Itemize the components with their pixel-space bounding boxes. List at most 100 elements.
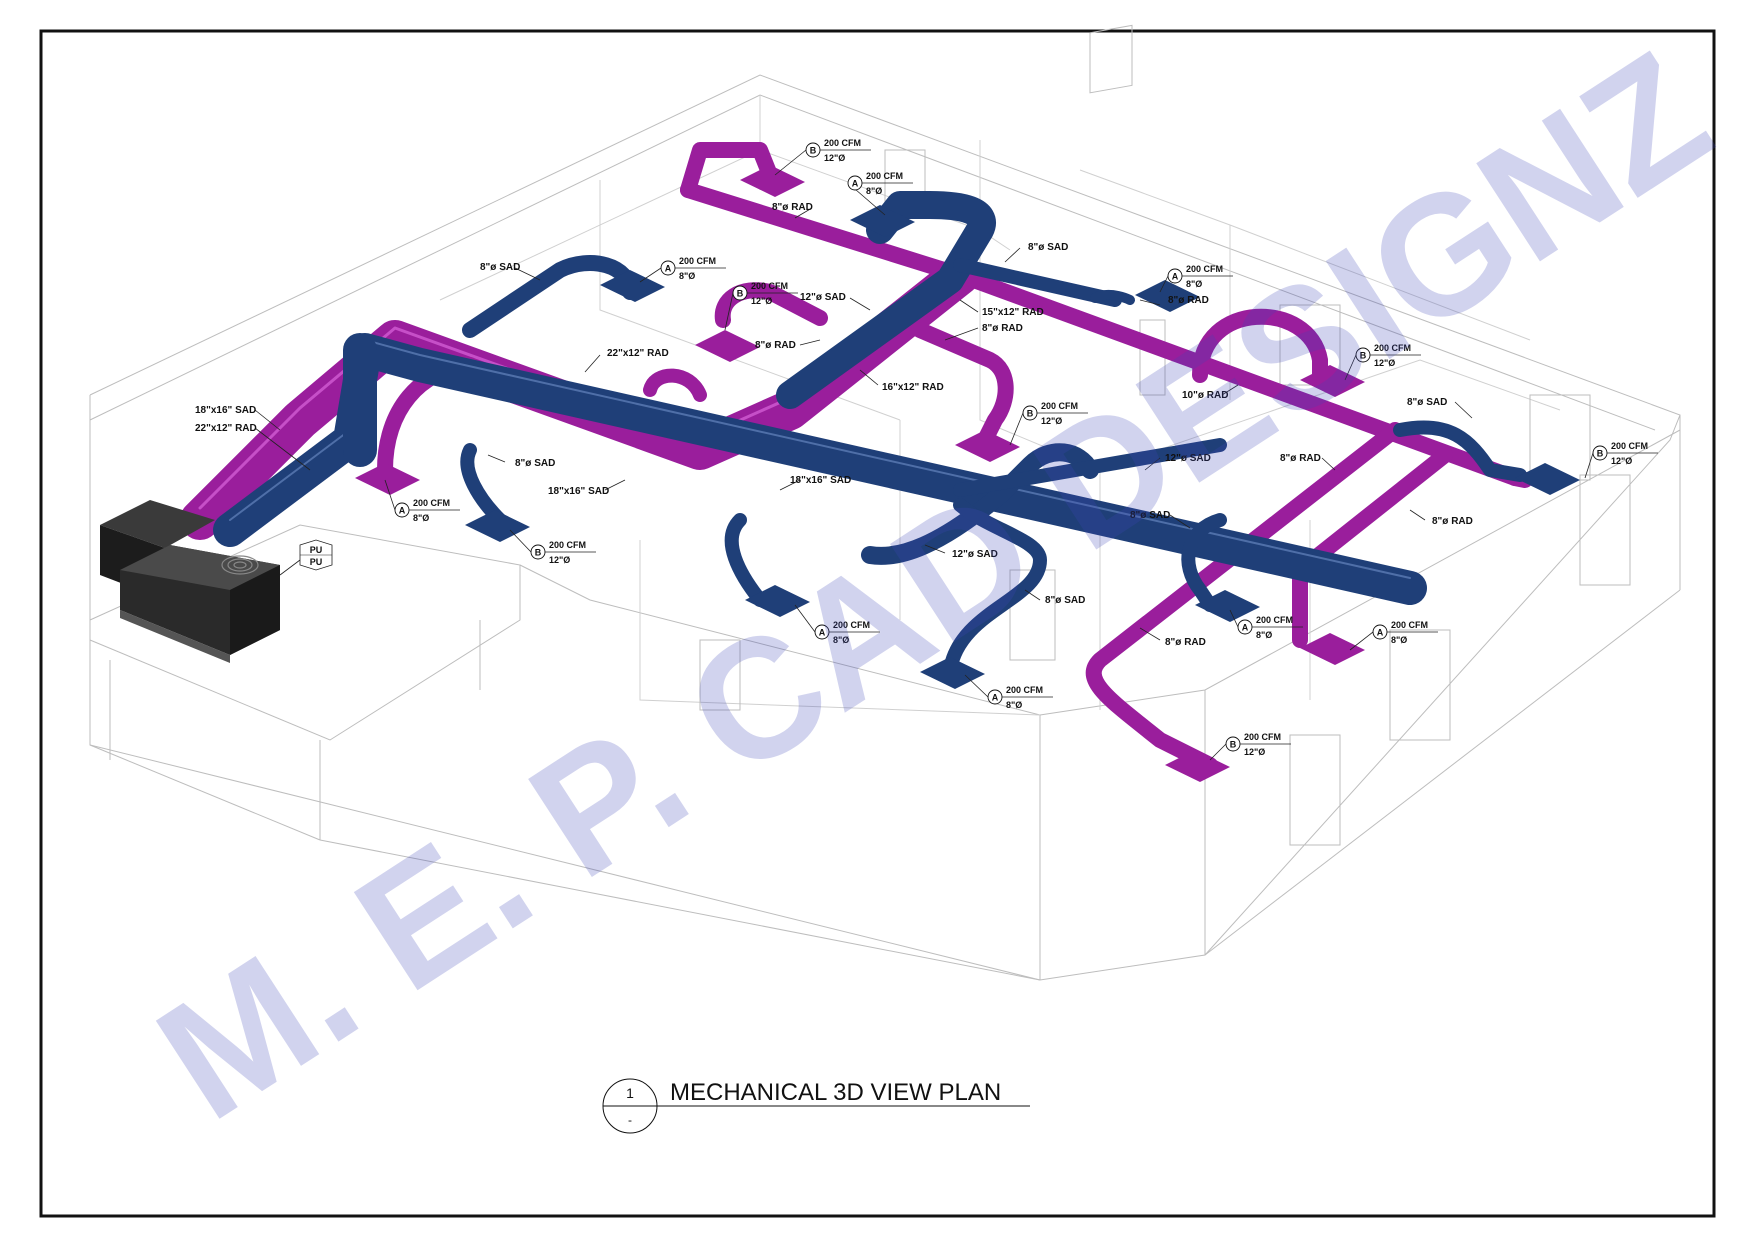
diffuser-size: 12"Ø — [824, 153, 845, 163]
drawing-title: MECHANICAL 3D VIEW PLAN — [670, 1079, 1001, 1106]
duct-label: 18"x16" SAD — [790, 475, 851, 486]
view-number: 1 — [626, 1085, 634, 1101]
diffuser-size: 8"Ø — [866, 186, 882, 196]
duct-label: 18"x16" SAD — [548, 486, 609, 497]
diffuser-size: 12"Ø — [1374, 358, 1395, 368]
diffuser-supply — [1515, 463, 1580, 495]
diffuser-size: 12"Ø — [751, 296, 772, 306]
diffuser-cfm: 200 CFM — [1374, 343, 1411, 353]
diffuser-cfm: 200 CFM — [1006, 685, 1043, 695]
unit-tag-bottom: PU — [310, 557, 323, 567]
diffuser-return — [740, 165, 805, 197]
diffuser-type: B — [1230, 740, 1237, 750]
duct-label: 16"x12" RAD — [882, 382, 944, 393]
diffuser-tag: B 200 CFM 12"Ø — [1584, 441, 1658, 479]
diffuser-size: 8"Ø — [833, 635, 849, 645]
duct-label: 18"x16" SAD — [195, 405, 256, 416]
diffuser-size: 12"Ø — [549, 555, 570, 565]
diffuser-size: 8"Ø — [1256, 630, 1272, 640]
duct-label: 15"x12" RAD — [982, 307, 1044, 318]
duct-label: 12"ø SAD — [952, 549, 998, 560]
duct-label: 8"ø RAD — [1165, 637, 1206, 648]
diffuser-type: B — [737, 289, 744, 299]
diffuser-type: A — [399, 506, 406, 516]
diffuser-supply — [1135, 280, 1200, 312]
unit-tag: PU PU — [279, 539, 333, 576]
diffusers — [355, 165, 1580, 782]
duct-label: 8"ø RAD — [755, 340, 796, 351]
diffuser-return — [955, 430, 1020, 462]
diffuser-type: B — [810, 146, 817, 156]
diffuser-cfm: 200 CFM — [1391, 620, 1428, 630]
diffuser-type: B — [1597, 449, 1604, 459]
duct-label: 12"ø SAD — [800, 292, 846, 303]
diffuser-return — [695, 330, 760, 362]
diffuser-cfm: 200 CFM — [866, 171, 903, 181]
diffuser-cfm: 200 CFM — [1041, 401, 1078, 411]
diffuser-return — [355, 463, 420, 495]
duct-label: 8"ø RAD — [772, 202, 813, 213]
diffuser-tag: A 200 CFM 8"Ø — [964, 674, 1053, 710]
diffuser-type: A — [852, 179, 859, 189]
diffuser-tag: B 200 CFM 12"Ø — [1344, 343, 1421, 381]
diffuser-type: A — [1172, 272, 1179, 282]
diffuser-type: B — [535, 548, 542, 558]
diffuser-tag: A 200 CFM 8"Ø — [1349, 620, 1438, 651]
diffuser-return — [1165, 750, 1230, 782]
diffuser-type: A — [1242, 623, 1249, 633]
diffuser-return — [1300, 365, 1365, 397]
diffuser-cfm: 200 CFM — [1244, 732, 1281, 742]
diffuser-size: 8"Ø — [1006, 700, 1022, 710]
diffuser-size: 12"Ø — [1041, 416, 1062, 426]
packaged-unit — [100, 500, 280, 663]
diffuser-supply — [920, 657, 985, 689]
duct-label: 8"ø RAD — [1432, 516, 1473, 527]
diffuser-cfm: 200 CFM — [413, 498, 450, 508]
diffuser-cfm: 200 CFM — [833, 620, 870, 630]
duct-label: 8"ø SAD — [1130, 510, 1170, 521]
duct-labels: 8"ø RAD 8"ø SAD 8"ø SAD 12"ø SAD 15"x12"… — [195, 202, 1473, 648]
diffuser-type: A — [1377, 628, 1384, 638]
diffuser-tag: A 200 CFM 8"Ø — [639, 256, 726, 283]
diffuser-type: A — [992, 693, 999, 703]
diffuser-cfm: 200 CFM — [549, 540, 586, 550]
diffuser-tag: A 200 CFM 8"Ø — [1159, 264, 1233, 293]
duct-label: 8"ø SAD — [480, 262, 520, 273]
duct-label: 8"ø RAD — [982, 323, 1023, 334]
diffuser-cfm: 200 CFM — [679, 256, 716, 266]
return-branch-lower — [1085, 422, 1403, 773]
diffuser-size: 8"Ø — [1186, 279, 1202, 289]
duct-label: 10"ø RAD — [1182, 390, 1228, 401]
sheet-ref: - — [628, 1113, 632, 1127]
diffuser-size: 8"Ø — [679, 271, 695, 281]
diffuser-size: 8"Ø — [1391, 635, 1407, 645]
diffuser-type: B — [1360, 351, 1367, 361]
diffuser-supply — [1195, 590, 1260, 622]
duct-label: 22"x12" RAD — [607, 348, 669, 359]
diffuser-tag: B 200 CFM 12"Ø — [509, 529, 596, 565]
duct-label: 8"ø RAD — [1280, 453, 1321, 464]
diffuser-size: 12"Ø — [1244, 747, 1265, 757]
duct-label: 8"ø SAD — [515, 458, 555, 469]
diffuser-cfm: 200 CFM — [1611, 441, 1648, 451]
diffuser-type: A — [665, 264, 672, 274]
diffuser-cfm: 200 CFM — [1256, 615, 1293, 625]
unit-tag-top: PU — [310, 545, 323, 555]
diffuser-supply — [745, 585, 810, 617]
diffuser-supply — [850, 205, 915, 237]
diffuser-cfm: 200 CFM — [1186, 264, 1223, 274]
diffuser-cfm: 200 CFM — [824, 138, 861, 148]
duct-label: 8"ø SAD — [1028, 242, 1068, 253]
diffuser-tag: B 200 CFM 12"Ø — [1209, 732, 1291, 761]
diffuser-tag: A 200 CFM 8"Ø — [847, 171, 913, 216]
diffuser-supply — [600, 270, 665, 302]
diffuser-size: 12"Ø — [1611, 456, 1632, 466]
building-outline — [89, 24, 1681, 981]
duct-label: 8"ø SAD — [1045, 595, 1085, 606]
duct-label: 8"ø RAD — [1168, 295, 1209, 306]
